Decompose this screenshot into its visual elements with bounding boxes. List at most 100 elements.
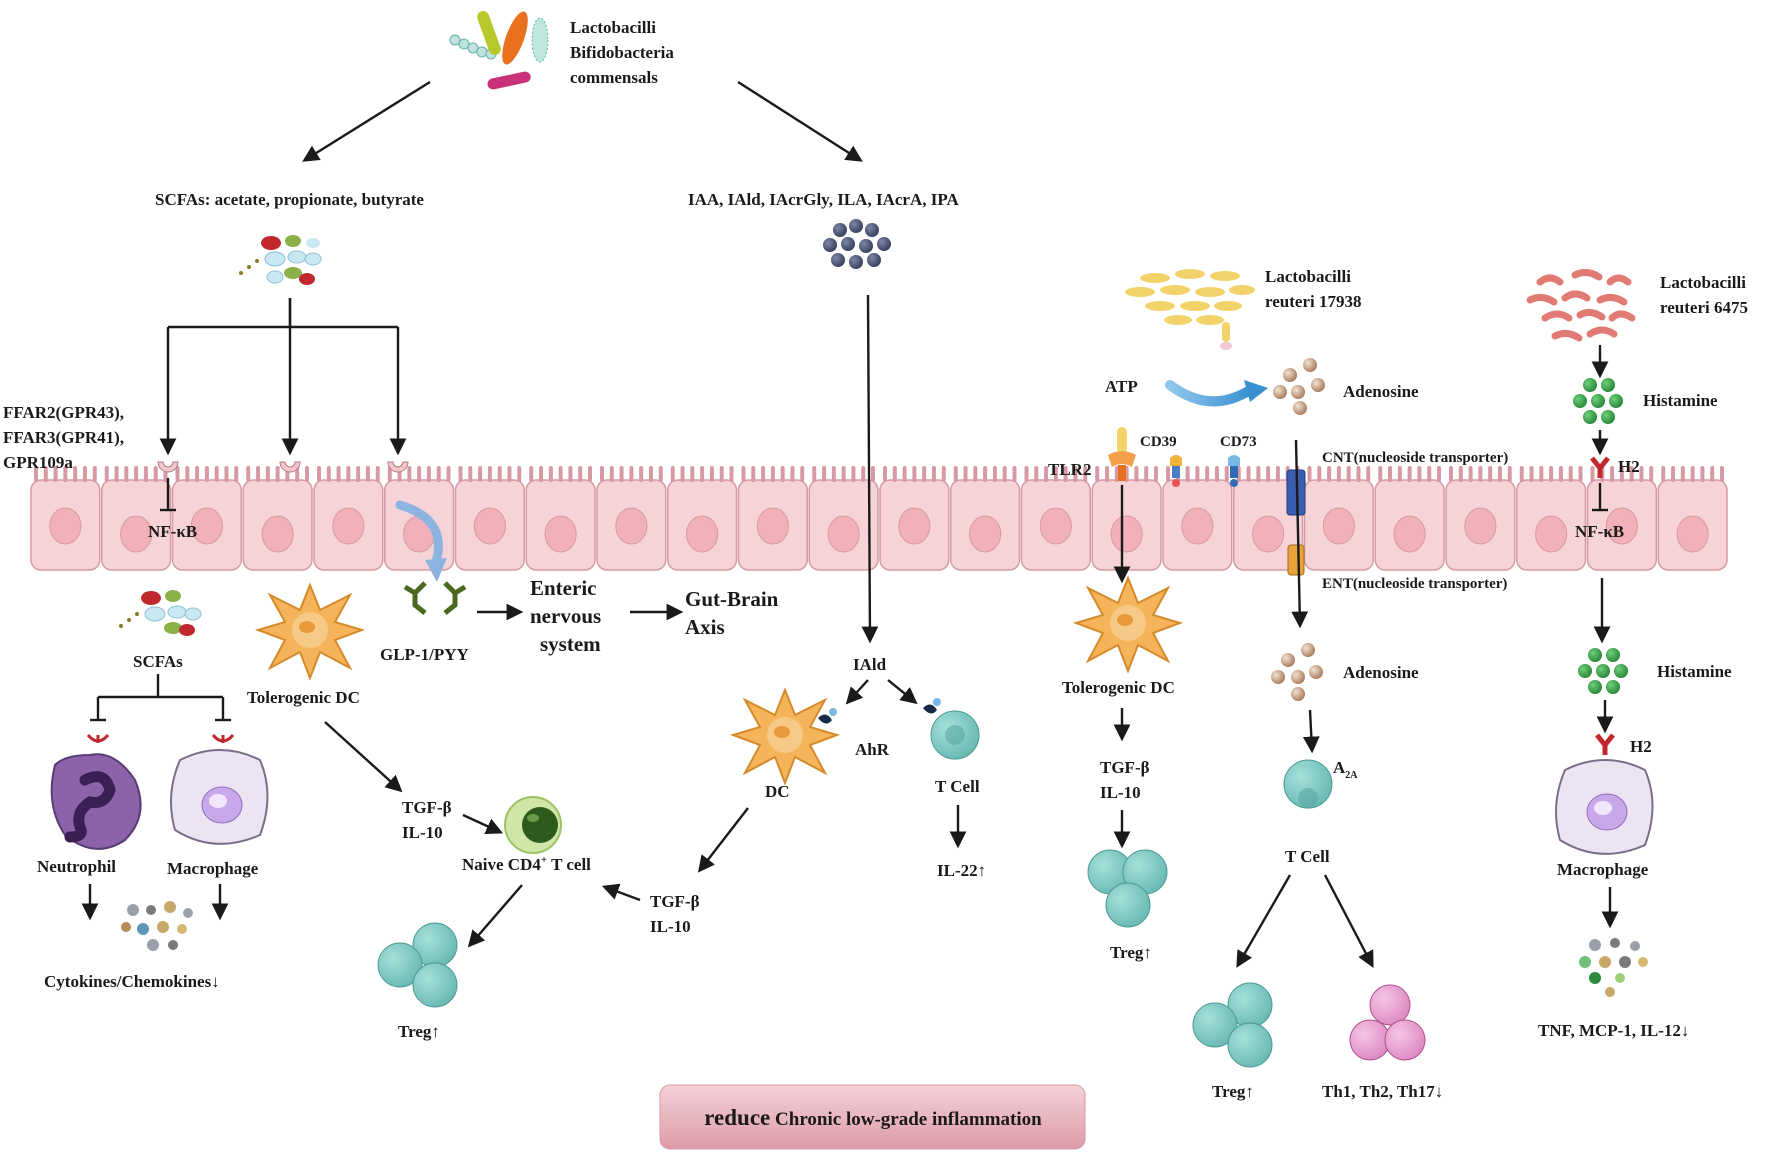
cell-nucleus bbox=[190, 507, 223, 545]
scfa-receptor-icon bbox=[157, 461, 409, 473]
cell-nucleus bbox=[1676, 515, 1709, 553]
glp-label: GLP-1/PYY bbox=[380, 645, 469, 664]
histamine-molecules-icon-top bbox=[1573, 378, 1623, 424]
il22-label: IL-22↑ bbox=[937, 861, 986, 880]
scfas-label: SCFAs bbox=[133, 652, 183, 671]
microvilli bbox=[670, 466, 734, 482]
h2-label-top: H2 bbox=[1618, 457, 1640, 476]
tgf-to-naive-arrow bbox=[462, 813, 504, 835]
ent-transporter-icon bbox=[1287, 544, 1305, 576]
a2a-receptor-icon bbox=[1283, 759, 1333, 809]
treg-label-right: Treg↑ bbox=[1110, 943, 1152, 962]
indoles-title: IAA, IAld, IAcrGly, ILA, IAcrA, IPA bbox=[688, 190, 959, 209]
receptor-label-2: FFAR3(GPR41), bbox=[3, 428, 124, 447]
receptor-label-1: FFAR2(GPR43), bbox=[3, 403, 124, 422]
neutrophil-icon bbox=[50, 733, 142, 850]
microvilli bbox=[246, 466, 309, 482]
reuteri-6475-label-2: reuteri 6475 bbox=[1660, 298, 1748, 317]
tgf-right-1: TGF-β bbox=[1100, 758, 1150, 777]
cell-nucleus bbox=[1110, 515, 1143, 553]
cell-nucleus bbox=[1181, 507, 1214, 545]
tcell-label-middle: T Cell bbox=[935, 777, 980, 796]
arrow-to-scfa bbox=[302, 80, 431, 162]
cell-nucleus bbox=[1605, 507, 1638, 545]
microvilli bbox=[529, 466, 592, 482]
cell-nucleus bbox=[49, 507, 82, 545]
atp-to-adenosine-arrow bbox=[1165, 380, 1255, 407]
tcell-label-right: T Cell bbox=[1285, 847, 1330, 866]
cell-nucleus bbox=[120, 515, 153, 553]
cell-nucleus bbox=[1535, 515, 1568, 553]
cell-nucleus bbox=[1039, 507, 1072, 545]
iald-to-tcell-arrow bbox=[887, 679, 918, 705]
tolerogenic-dc-label-right: Tolerogenic DC bbox=[1062, 678, 1175, 697]
microvilli bbox=[741, 466, 805, 482]
macrophage-icon bbox=[170, 733, 269, 845]
microvilli bbox=[104, 466, 168, 482]
tcell-to-treg-arrow bbox=[1236, 874, 1292, 968]
microvilli bbox=[600, 466, 663, 482]
microvilli bbox=[883, 466, 946, 482]
microvilli bbox=[1095, 466, 1158, 482]
cell-nucleus bbox=[1464, 507, 1497, 545]
dc-label: DC bbox=[765, 782, 790, 801]
tlr2-label: TLR2 bbox=[1048, 460, 1091, 479]
microvilli bbox=[1661, 466, 1724, 482]
scfa-molecules-icon-lower bbox=[119, 590, 202, 636]
indole-molecules-icon bbox=[823, 219, 891, 269]
glp-arrowhead bbox=[425, 558, 447, 582]
treg-cluster-icon-left bbox=[377, 922, 458, 1008]
scfa-title: SCFAs: acetate, propionate, butyrate bbox=[155, 190, 424, 209]
adenosine-molecules-icon-bottom bbox=[1271, 643, 1323, 701]
ahr-label: AhR bbox=[855, 740, 890, 759]
commensal-bacteria-icon bbox=[449, 11, 549, 90]
adenosine-label-bottom: Adenosine bbox=[1343, 663, 1419, 682]
adenosine-transport-arrow bbox=[1291, 439, 1309, 629]
tolerogenic-dc-icon-left bbox=[254, 582, 366, 681]
microvilli bbox=[1449, 466, 1512, 482]
histamine-label-top: Histamine bbox=[1643, 391, 1718, 410]
cell-nucleus bbox=[898, 507, 931, 545]
microvilli bbox=[458, 466, 522, 482]
tgf-right-2: IL-10 bbox=[1100, 783, 1141, 802]
gut-brain-label-1: Gut-Brain bbox=[685, 587, 779, 611]
h2-receptor-icon-top bbox=[1590, 456, 1610, 478]
th-cluster-icon bbox=[1349, 984, 1426, 1061]
reuteri-17938-label-1: Lactobacilli bbox=[1265, 267, 1351, 286]
atp-arrowhead bbox=[1244, 380, 1268, 402]
cd39-icon bbox=[1170, 455, 1182, 487]
cell-nucleus bbox=[261, 515, 294, 553]
lactobacilli-6475-icon bbox=[1526, 268, 1636, 342]
nfkb-left: NF-κB bbox=[148, 522, 197, 541]
cd73-label: CD73 bbox=[1220, 434, 1257, 450]
microvilli bbox=[1307, 466, 1371, 482]
treg-label-left: Treg↑ bbox=[398, 1022, 440, 1041]
ent-label: ENT(nucleoside transporter) bbox=[1322, 576, 1507, 592]
receptor-label-3: GPR109a bbox=[3, 453, 73, 472]
tlr2-receptor-icon bbox=[1108, 427, 1136, 481]
cell-nucleus bbox=[756, 507, 789, 545]
enteric-label-1: Enteric bbox=[530, 576, 596, 600]
iald-label: IAld bbox=[853, 655, 887, 674]
th-label: Th1, Th2, Th17↓ bbox=[1322, 1082, 1443, 1101]
microvilli bbox=[1378, 466, 1441, 482]
cytokines-label-left: Cytokines/Chemokines↓ bbox=[44, 972, 220, 991]
treg-cluster-icon-right bbox=[1087, 849, 1168, 928]
cytokines-label-right: TNF, MCP-1, IL-12↓ bbox=[1538, 1021, 1689, 1040]
intestinal-epithelium bbox=[30, 466, 1728, 571]
microvilli bbox=[1519, 466, 1583, 482]
dc-icon-middle bbox=[729, 687, 841, 786]
cell-nucleus bbox=[686, 515, 719, 553]
ahr-receptor-icon bbox=[818, 698, 941, 724]
tgf-middle-2: IL-10 bbox=[650, 917, 691, 936]
reuteri-17938-label-2: reuteri 17938 bbox=[1265, 292, 1361, 311]
microvilli bbox=[387, 466, 451, 482]
microvilli bbox=[1236, 466, 1300, 482]
h2-label-bottom: H2 bbox=[1630, 737, 1652, 756]
indoles-down-arrow bbox=[861, 294, 879, 644]
microvilli bbox=[175, 466, 239, 482]
reuteri-6475-label-1: Lactobacilli bbox=[1660, 273, 1746, 292]
cell-nucleus bbox=[827, 515, 860, 553]
microvilli bbox=[34, 466, 97, 482]
banner-text: reduce Chronic low-grade inflammation bbox=[704, 1105, 1042, 1130]
